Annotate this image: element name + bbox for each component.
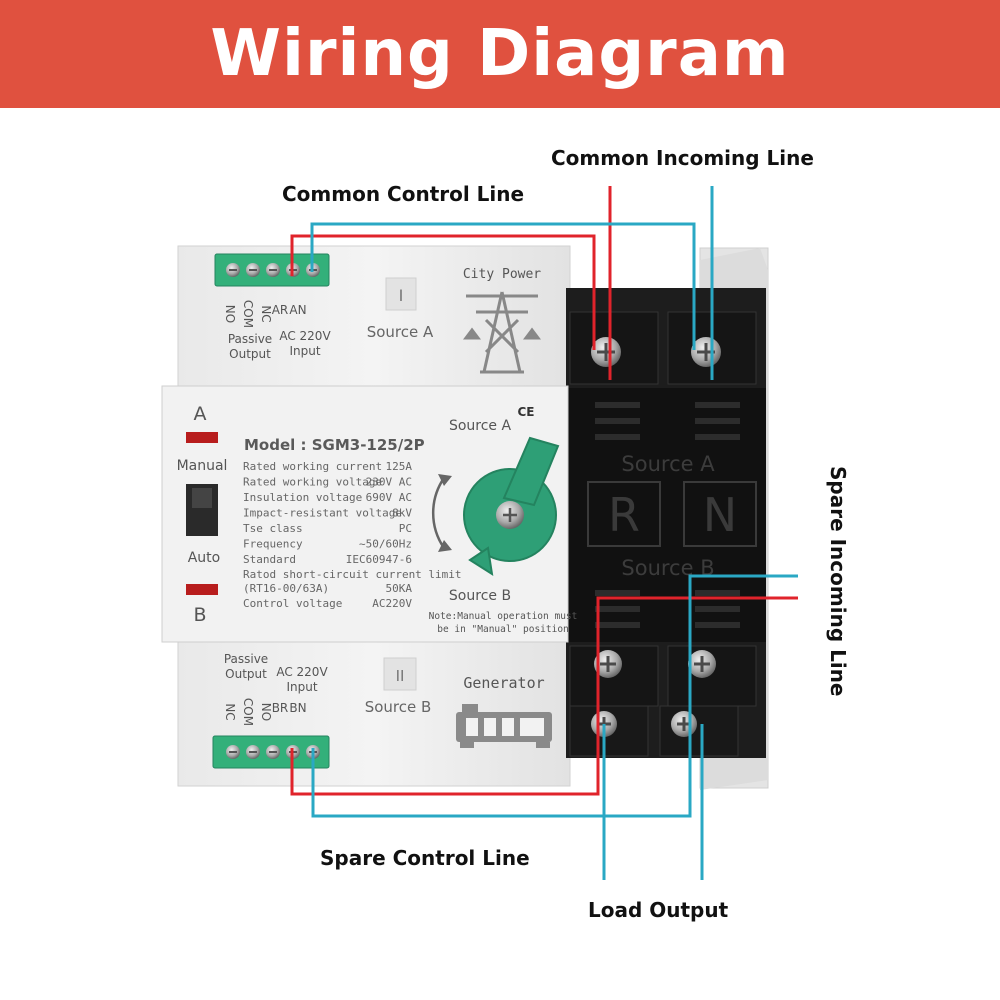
top-input-line2: Input — [289, 344, 320, 358]
spare-control-callout: Spare Control Line — [320, 846, 530, 870]
spec-key: Rated working voltage — [243, 476, 382, 489]
terminal-label: NO — [259, 703, 273, 721]
front-panel: A Manual Auto B Model : SGM3-125/2P Rate… — [161, 385, 578, 643]
bottom-source-label: Source B — [365, 698, 432, 716]
terminal-label: COM — [241, 300, 255, 328]
spec-value: 8kV — [392, 507, 412, 520]
ce-mark: CE — [517, 405, 534, 419]
rotate-arrow-icon — [431, 477, 446, 549]
common-control-red-wire — [290, 234, 596, 350]
common-control-cyan-wire — [310, 222, 696, 350]
top-source-label: Source A — [367, 323, 434, 341]
terminal-label: COM — [241, 698, 255, 726]
spare-incoming-red-wire — [290, 596, 798, 796]
block-letter-r: R — [608, 488, 640, 542]
block-source-a: Source A — [621, 452, 715, 476]
terminal-label: NO — [223, 305, 237, 323]
wires — [290, 186, 798, 880]
bottom-input-line2: Input — [286, 680, 317, 694]
spec-value: 230V AC — [366, 476, 412, 489]
screw-mid-n — [688, 650, 716, 678]
top-roman: I — [399, 286, 404, 305]
control-voltage-label: Control voltage — [243, 597, 342, 610]
common-control-callout: Common Control Line — [282, 182, 525, 206]
model-label: Model : SGM3-125/2P — [244, 436, 425, 454]
generator-label: Generator — [463, 674, 544, 692]
terminal-label: NC — [223, 703, 237, 720]
control-voltage-value: AC220V — [372, 597, 412, 610]
spec-key: Frequency — [243, 538, 303, 551]
screw-load-n — [671, 711, 697, 737]
short-circuit-line1: Ratod short-circuit current limit — [243, 568, 462, 581]
mark-a: A — [194, 403, 207, 425]
spec-key: Tse class — [243, 522, 303, 535]
bottom-input-line1: AC 220V — [276, 665, 328, 679]
mark-b: B — [193, 604, 206, 626]
screw-mid-r — [594, 650, 622, 678]
spare-incoming-cyan-wire — [311, 574, 798, 818]
title-banner — [0, 0, 1000, 108]
auto-label: Auto — [188, 550, 221, 566]
note-line1: Note:Manual operation must — [429, 611, 578, 622]
load-output-callout: Load Output — [588, 898, 729, 922]
panel-source-a: Source A — [449, 418, 512, 434]
page-title: Wiring Diagram — [210, 17, 790, 91]
spec-table: Rated working current 125A Rated working v… — [243, 460, 412, 566]
spec-value: PC — [399, 522, 412, 535]
block-letter-n: N — [703, 488, 737, 542]
spec-value: 690V AC — [366, 491, 412, 504]
short-circuit-line2: (RT16-00/63A) — [243, 582, 329, 595]
power-tower-icon — [463, 291, 541, 374]
short-circuit-value: 50KA — [386, 582, 413, 595]
spec-key: Insulation voltage — [243, 491, 362, 504]
spec-key: Standard — [243, 553, 296, 566]
top-passive-line1: Passive — [228, 332, 272, 346]
city-power-label: City Power — [463, 267, 541, 282]
bottom-passive-line2: Output — [225, 667, 267, 681]
top-passive-line2: Output — [229, 347, 271, 361]
screw-top-r — [591, 337, 621, 367]
bottom-passive-line1: Passive — [224, 652, 268, 666]
indicator-a — [186, 432, 218, 443]
spec-value: 125A — [386, 460, 413, 473]
terminal-label: BN — [289, 701, 306, 715]
vent-slots — [595, 402, 740, 628]
panel-source-b: Source B — [449, 588, 511, 604]
manual-label: Manual — [177, 458, 228, 474]
rotary-handle[interactable] — [463, 436, 560, 577]
bottom-roman: II — [396, 667, 405, 685]
terminal-label: AN — [289, 303, 306, 317]
indicator-b — [186, 584, 218, 595]
spec-value: IEC60947-6 — [346, 553, 412, 566]
common-incoming-callout: Common Incoming Line — [551, 146, 814, 170]
top-input-line1: AC 220V — [279, 329, 331, 343]
terminal-label: BR — [272, 701, 289, 715]
terminal-screws — [591, 337, 721, 737]
spec-key: Rated working current — [243, 460, 382, 473]
spec-value: ~50/60Hz — [359, 538, 412, 551]
spare-incoming-callout: Spare Incoming Line — [826, 466, 850, 697]
spec-key: Impact-resistant voltage — [243, 507, 402, 520]
terminal-label: NC — [259, 305, 273, 322]
generator-icon — [456, 704, 552, 748]
note-line2: be in "Manual" position — [437, 624, 569, 635]
terminal-label: AR — [272, 303, 289, 317]
